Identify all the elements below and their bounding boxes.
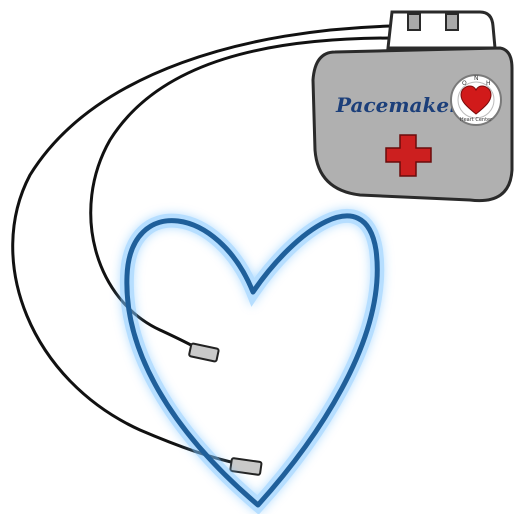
pacemaker-label: Pacemaker xyxy=(335,93,461,117)
emblem-letter-2: N xyxy=(474,75,479,82)
emblem-letter-3: H xyxy=(486,80,491,87)
electrode-tip-lower xyxy=(230,458,262,475)
emblem-caption: Heart Center xyxy=(460,117,493,123)
connector-port-right xyxy=(446,14,458,30)
pacemaker-device: Pacemaker O N H Heart Center xyxy=(313,48,512,201)
connector-port-left xyxy=(408,14,420,30)
pacemaker-connector xyxy=(388,12,495,48)
heart-center-emblem: O N H Heart Center xyxy=(451,75,501,125)
connector-header xyxy=(388,12,495,48)
emblem-letter-1: O xyxy=(462,80,467,87)
electrode-tip-upper xyxy=(189,343,219,362)
